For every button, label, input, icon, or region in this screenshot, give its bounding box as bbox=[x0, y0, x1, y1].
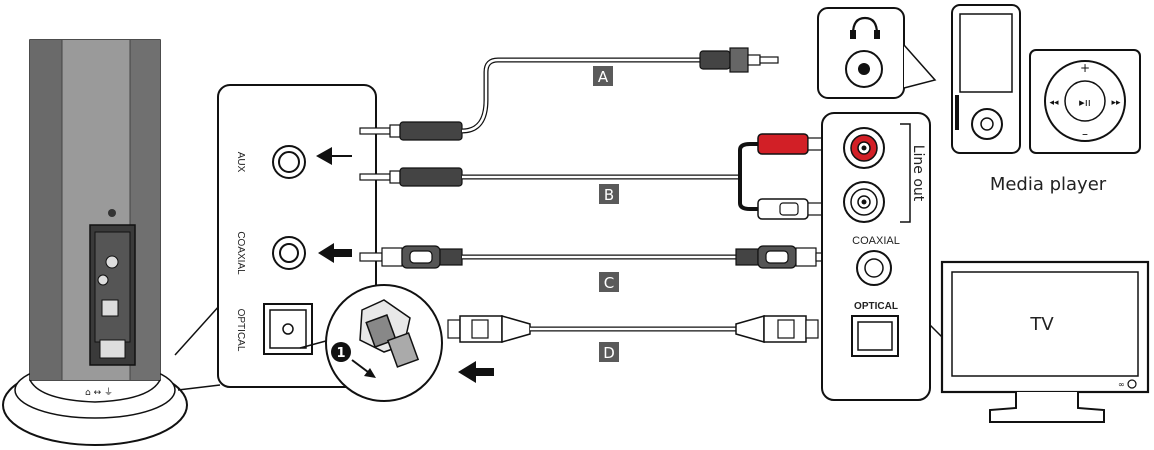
svg-text:◂◂: ◂◂ bbox=[1049, 98, 1059, 108]
aux-label: AUX bbox=[235, 152, 246, 173]
optical-label: OPTICAL bbox=[235, 309, 246, 352]
cable-b: B bbox=[359, 133, 845, 220]
source-coaxial-label: COAXIAL bbox=[852, 235, 900, 247]
source-coaxial-jack[interactable] bbox=[856, 250, 892, 286]
cable-d-badge bbox=[599, 342, 619, 362]
cable-b-badge bbox=[599, 184, 619, 204]
cable-d-label: D bbox=[603, 344, 615, 362]
source-device-panel: Line out COAXIAL OPTICAL bbox=[821, 112, 956, 401]
line-out-label: Line out bbox=[910, 145, 926, 202]
cable-a-label: A bbox=[598, 68, 609, 86]
headphone-output-box bbox=[817, 7, 937, 99]
cable-a: A bbox=[359, 47, 779, 141]
step-number: 1 bbox=[336, 346, 345, 361]
coaxial-label: COAXIAL bbox=[235, 231, 246, 275]
svg-text:▸ıı: ▸ıı bbox=[1079, 96, 1091, 109]
tv-label: TV bbox=[1029, 314, 1054, 335]
headphone-icon bbox=[851, 16, 879, 35]
line-out-left-jack[interactable] bbox=[843, 181, 885, 223]
media-player-label: Media player bbox=[990, 174, 1107, 195]
svg-text:▸▸: ▸▸ bbox=[1111, 98, 1121, 108]
svg-text:∞: ∞ bbox=[1118, 380, 1125, 389]
svg-text:–: – bbox=[1082, 127, 1088, 141]
tv-device: ∞ bbox=[940, 260, 1150, 423]
clip-player-device: ▸ıı + – ◂◂ ▸▸ bbox=[1029, 49, 1141, 154]
media-player-device bbox=[951, 4, 1021, 154]
cable-c-badge bbox=[599, 272, 619, 292]
optical-jack[interactable] bbox=[263, 303, 313, 355]
soundbar-tower: ⌂ ↔ ⏚ bbox=[2, 39, 221, 446]
source-optical-jack[interactable] bbox=[851, 315, 899, 357]
source-optical-label: OPTICAL bbox=[854, 301, 898, 312]
svg-text:⌂ ↔ ⏚: ⌂ ↔ ⏚ bbox=[85, 387, 113, 398]
cable-d: D bbox=[447, 315, 819, 383]
coaxial-jack[interactable] bbox=[272, 236, 306, 270]
cable-c: C bbox=[359, 245, 837, 292]
line-out-right-jack[interactable] bbox=[843, 127, 885, 169]
step-number-badge bbox=[331, 342, 351, 362]
insert-arrow-icon bbox=[318, 243, 352, 263]
cable-a-badge bbox=[593, 66, 613, 86]
remove-cap-callout: 1 bbox=[325, 284, 443, 402]
cable-b-label: B bbox=[604, 186, 614, 204]
insert-arrow-icon bbox=[458, 361, 494, 383]
aux-jack[interactable] bbox=[272, 145, 306, 179]
svg-text:+: + bbox=[1080, 61, 1090, 75]
cable-c-label: C bbox=[604, 274, 614, 292]
insert-arrow-icon bbox=[316, 147, 352, 165]
